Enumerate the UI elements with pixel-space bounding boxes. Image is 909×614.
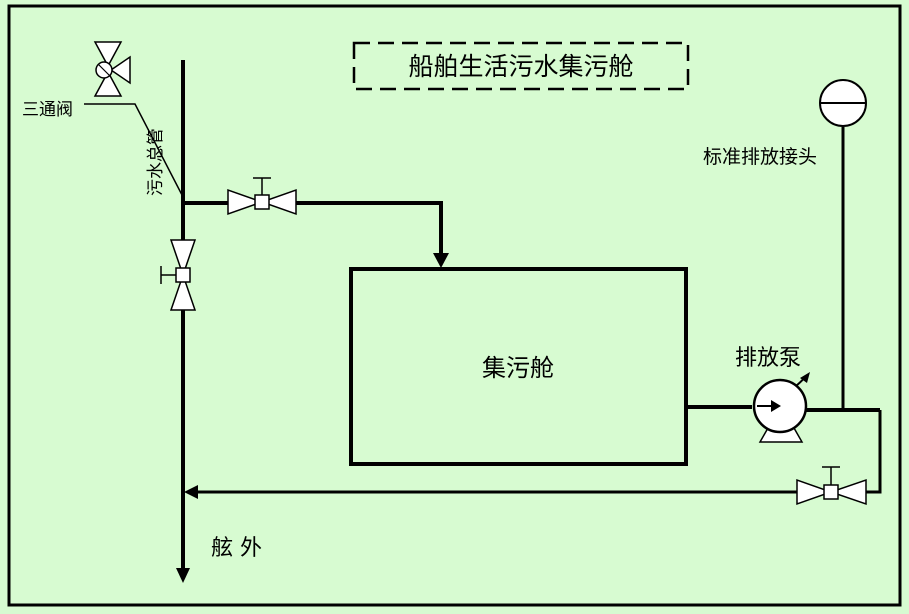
return-arrow xyxy=(184,485,198,499)
diagram-title: 船舶生活污水集污舱 xyxy=(408,52,633,81)
main-pipe-label: 污水总管 xyxy=(146,128,166,196)
connection-label: 标准排放接头 xyxy=(703,146,817,168)
tank-inlet-pipe xyxy=(183,201,443,255)
overboard-arrow xyxy=(176,568,190,583)
three-way-valve-leader xyxy=(84,103,183,196)
three-way-valve-label: 三通阀 xyxy=(22,100,73,120)
gate-valve-icon xyxy=(796,466,867,506)
pump-icon xyxy=(752,372,810,443)
overboard-label: 舷 外 xyxy=(211,536,262,561)
tank-inlet-arrow xyxy=(433,253,449,268)
overboard-return-pipe xyxy=(196,410,882,494)
gate-valve-icon xyxy=(227,177,297,216)
discharge-connection-icon xyxy=(819,79,867,127)
holding-tank xyxy=(349,267,688,466)
outer-frame xyxy=(7,4,902,607)
gate-valve-icon xyxy=(160,239,197,311)
three-way-valve-icon xyxy=(93,41,131,97)
pump-label: 排放泵 xyxy=(735,346,801,371)
tank-label: 集污舱 xyxy=(482,354,554,382)
